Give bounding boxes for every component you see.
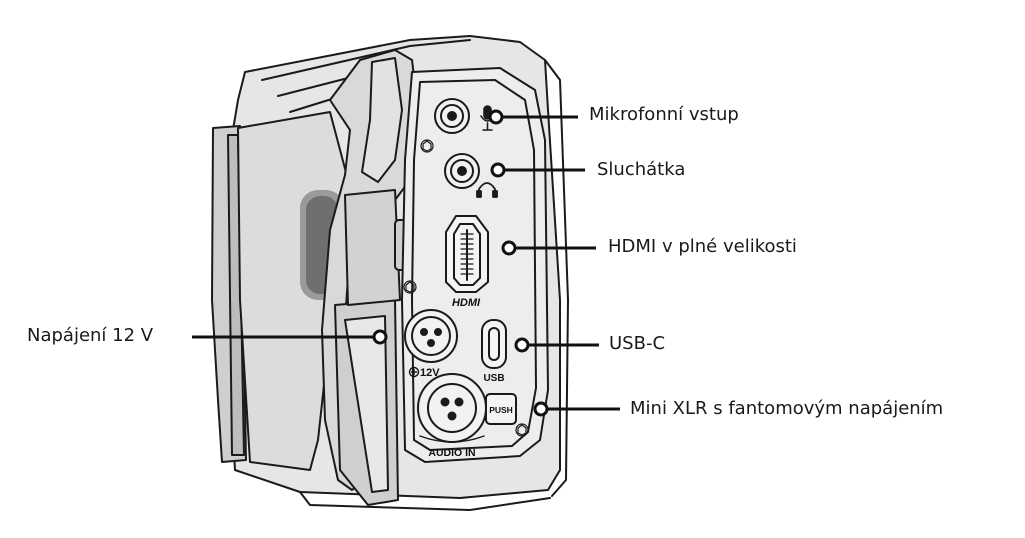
leader-dot-mic — [488, 109, 504, 125]
screw-icon-1 — [420, 139, 434, 153]
leader-dot-usb — [514, 337, 530, 353]
screw-icon-3 — [515, 423, 529, 437]
strap-clip — [344, 189, 401, 306]
camera-top-ridge-1 — [261, 39, 471, 81]
push-label-text: PUSH — [489, 405, 513, 415]
headphone-jack — [444, 153, 480, 189]
connector-panel-inner — [411, 79, 537, 451]
usb-label-text: USB — [483, 373, 504, 384]
callout-mic-input: Mikrofonní vstup — [589, 104, 739, 125]
callout-headphones: Sluchátka — [597, 159, 686, 180]
mic-jack — [434, 98, 470, 134]
callout-mini-xlr: Mini XLR s fantomovým napájením — [630, 398, 944, 419]
usb-c-port — [481, 319, 507, 369]
leader-dot-hdmi — [501, 240, 517, 256]
leader-dot-xlr — [533, 401, 549, 417]
camera-right-edge — [544, 59, 569, 497]
grip-strap-inner — [361, 57, 403, 183]
hdmi-logo-text: HDMI — [452, 297, 481, 309]
camera-bottom-lip — [299, 491, 551, 511]
mini-xlr-socket — [417, 373, 487, 443]
screw-icon-2 — [403, 280, 417, 294]
leader-dot-power — [372, 329, 388, 345]
callout-usb-c: USB-C — [609, 333, 666, 354]
audio-in-label-text: AUDIO IN — [428, 447, 475, 459]
audio-in-bracket — [419, 435, 485, 443]
camera-left-edge-inner — [227, 134, 245, 456]
callout-power-12v: Napájení 12 V — [27, 325, 154, 346]
power-socket — [404, 309, 458, 363]
strap-lower-highlight — [344, 315, 389, 493]
callout-hdmi: HDMI v plné velikosti — [608, 236, 797, 257]
leader-dot-headphones — [490, 162, 506, 178]
headphones-icon — [476, 182, 498, 198]
hdmi-port-pins — [460, 233, 474, 275]
power-12v-label: 12V — [408, 366, 440, 379]
xlr-push-tab — [485, 393, 517, 425]
power-label-text: 12V — [420, 367, 440, 379]
